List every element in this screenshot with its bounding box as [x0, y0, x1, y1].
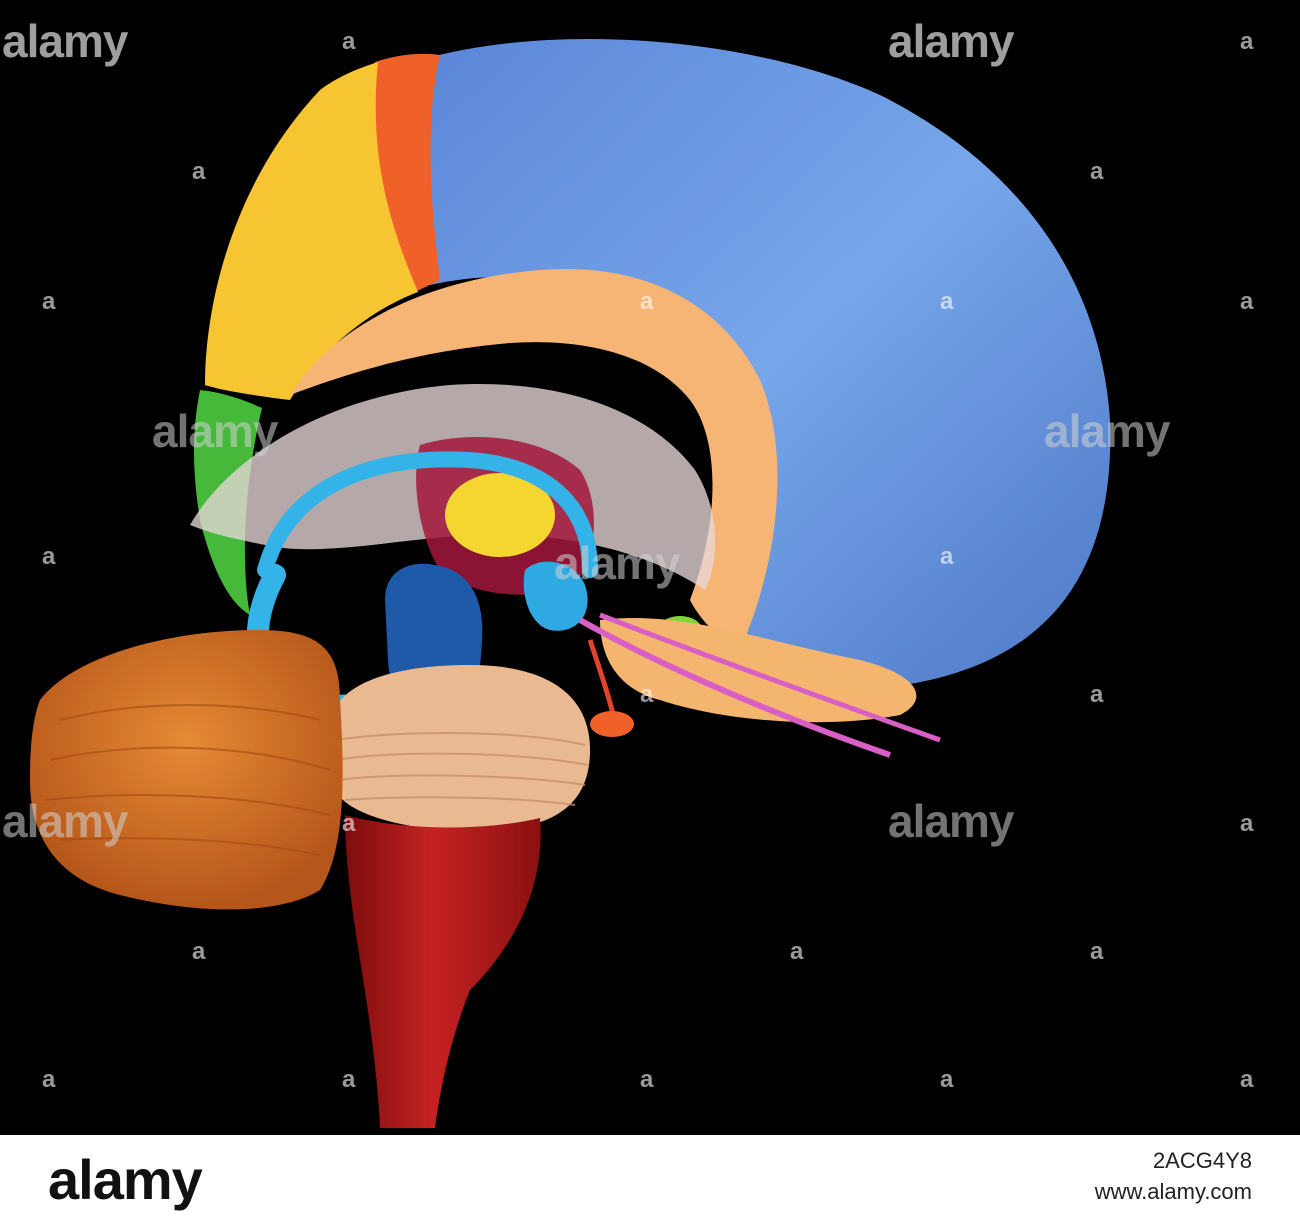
watermark-mark: a	[342, 810, 356, 837]
watermark-mark: a	[1090, 938, 1104, 965]
cerebellum-folia	[44, 704, 331, 856]
brain-illustration	[30, 38, 1111, 1128]
watermark-mark: a	[1240, 288, 1254, 315]
watermark-mark: a	[1090, 681, 1104, 708]
image-id: 2ACG4Y8	[1152, 1148, 1252, 1173]
cerebellum	[30, 630, 343, 910]
watermark-brand: alamy	[888, 795, 1014, 847]
motor-strip	[372, 53, 440, 292]
watermark-brand: alamy	[152, 405, 278, 457]
site-url[interactable]: www.alamy.com	[1094, 1179, 1252, 1204]
fornix	[257, 451, 598, 578]
thalamus	[445, 473, 555, 557]
footer-bar: alamy 2ACG4Y8 www.alamy.com	[0, 1135, 1300, 1216]
optic-tract	[599, 612, 941, 743]
watermark-mark: a	[640, 681, 654, 708]
watermark-mark: a	[342, 1066, 356, 1093]
footer-logo[interactable]: alamy	[48, 1148, 203, 1211]
pituitary	[590, 711, 634, 737]
olfactory-tract	[578, 617, 891, 758]
watermark-brand: alamy	[2, 15, 128, 67]
watermark-mark: a	[790, 938, 804, 965]
watermark-mark: a	[342, 28, 356, 55]
frontal-lobe	[415, 38, 1111, 691]
cingulate-gyrus	[290, 268, 778, 650]
watermark-mark: a	[42, 543, 56, 570]
watermark-mark: a	[42, 288, 56, 315]
brainstem	[345, 815, 541, 1128]
watermark-brand: alamy	[554, 537, 680, 589]
pons	[326, 665, 590, 831]
watermark-mark: a	[940, 288, 954, 315]
watermark-mark: a	[1240, 1066, 1254, 1093]
watermark-brand: alamy	[2, 795, 128, 847]
watermark-mark: a	[192, 938, 206, 965]
parietal-lobe	[205, 62, 418, 400]
watermark-mark: a	[640, 288, 654, 315]
watermark-mark: a	[940, 543, 954, 570]
watermark-mark: a	[42, 1066, 56, 1093]
watermark-brand: alamy	[888, 15, 1014, 67]
watermark-mark: a	[1240, 28, 1254, 55]
watermark-mark: a	[940, 1066, 954, 1093]
watermark-mark: a	[192, 158, 206, 185]
watermark-mark: a	[640, 1066, 654, 1093]
watermark-mark: a	[1240, 810, 1254, 837]
watermark-mark: a	[1090, 158, 1104, 185]
hippocampus	[523, 561, 588, 631]
pons-ridges	[334, 732, 589, 806]
watermark-brand: alamy	[1044, 405, 1170, 457]
photo-canvas: alamy alamy alamy alamy alamy alamy alam…	[0, 0, 1300, 1135]
